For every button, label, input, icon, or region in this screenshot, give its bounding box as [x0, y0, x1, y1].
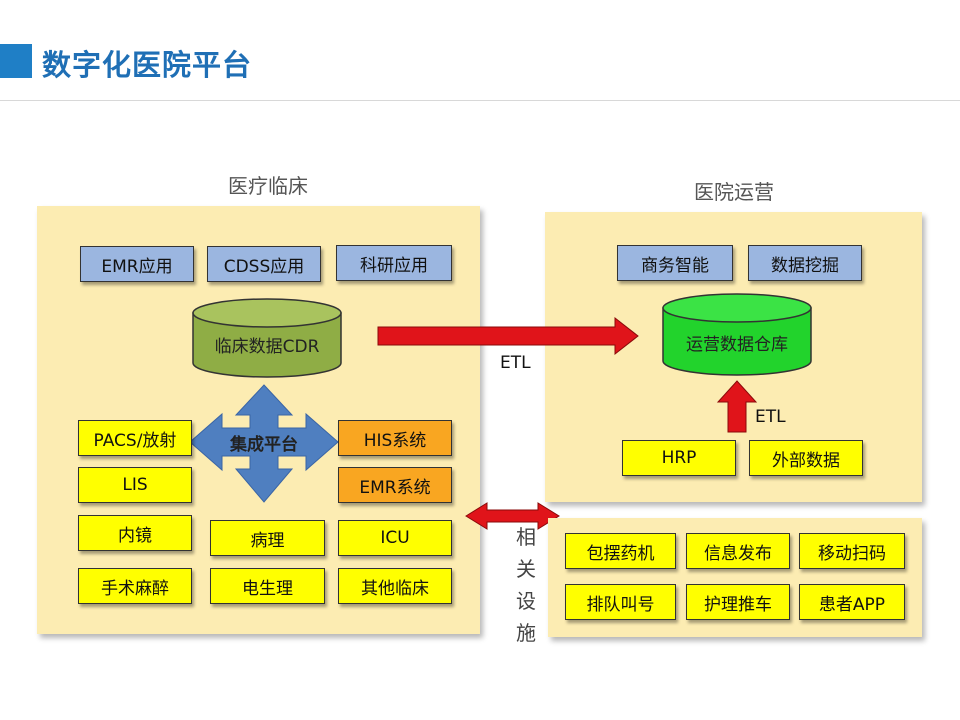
- emr-app-box: EMR应用: [80, 246, 194, 282]
- cdss-app-box: CDSS应用: [207, 246, 321, 282]
- ops-etl-label: ETL: [755, 407, 786, 427]
- other-clinical-box: 其他临床: [338, 568, 452, 604]
- lis-box: LIS: [78, 467, 192, 503]
- dispensing-machine-box: 包摆药机: [565, 533, 676, 569]
- endoscopy-box: 内镜: [78, 515, 192, 551]
- cdr-label: 临床数据CDR: [214, 336, 320, 357]
- business-intelligence-box: 商务智能: [617, 245, 733, 281]
- anesthesia-box: 手术麻醉: [78, 568, 192, 604]
- pathology-box: 病理: [210, 520, 325, 556]
- emr-system-box: EMR系统: [338, 467, 452, 503]
- title-divider: [0, 100, 960, 101]
- mobile-scan-box: 移动扫码: [799, 533, 905, 569]
- hrp-box: HRP: [622, 440, 736, 476]
- page-title: 数字化医院平台: [42, 48, 253, 82]
- research-app-box: 科研应用: [336, 245, 452, 281]
- warehouse-label: 运营数据仓库: [686, 334, 788, 355]
- integration-hub-label: 集成平台: [230, 434, 298, 455]
- pacs-box: PACS/放射: [78, 420, 192, 456]
- his-system-box: HIS系统: [338, 420, 452, 456]
- facilities-label: 相 关 设 施: [516, 525, 536, 645]
- clinical-section-label: 医疗临床: [228, 174, 308, 198]
- info-release-box: 信息发布: [686, 533, 790, 569]
- data-mining-box: 数据挖掘: [748, 245, 862, 281]
- nursing-cart-box: 护理推车: [686, 584, 790, 620]
- patient-app-box: 患者APP: [799, 584, 905, 620]
- icu-box: ICU: [338, 520, 452, 556]
- queue-call-box: 排队叫号: [565, 584, 676, 620]
- external-data-box: 外部数据: [749, 440, 863, 476]
- etl-flow-label: ETL: [500, 353, 531, 373]
- title-accent-bar: [0, 44, 32, 78]
- operations-section-label: 医院运营: [694, 180, 774, 204]
- electrophysiology-box: 电生理: [210, 568, 325, 604]
